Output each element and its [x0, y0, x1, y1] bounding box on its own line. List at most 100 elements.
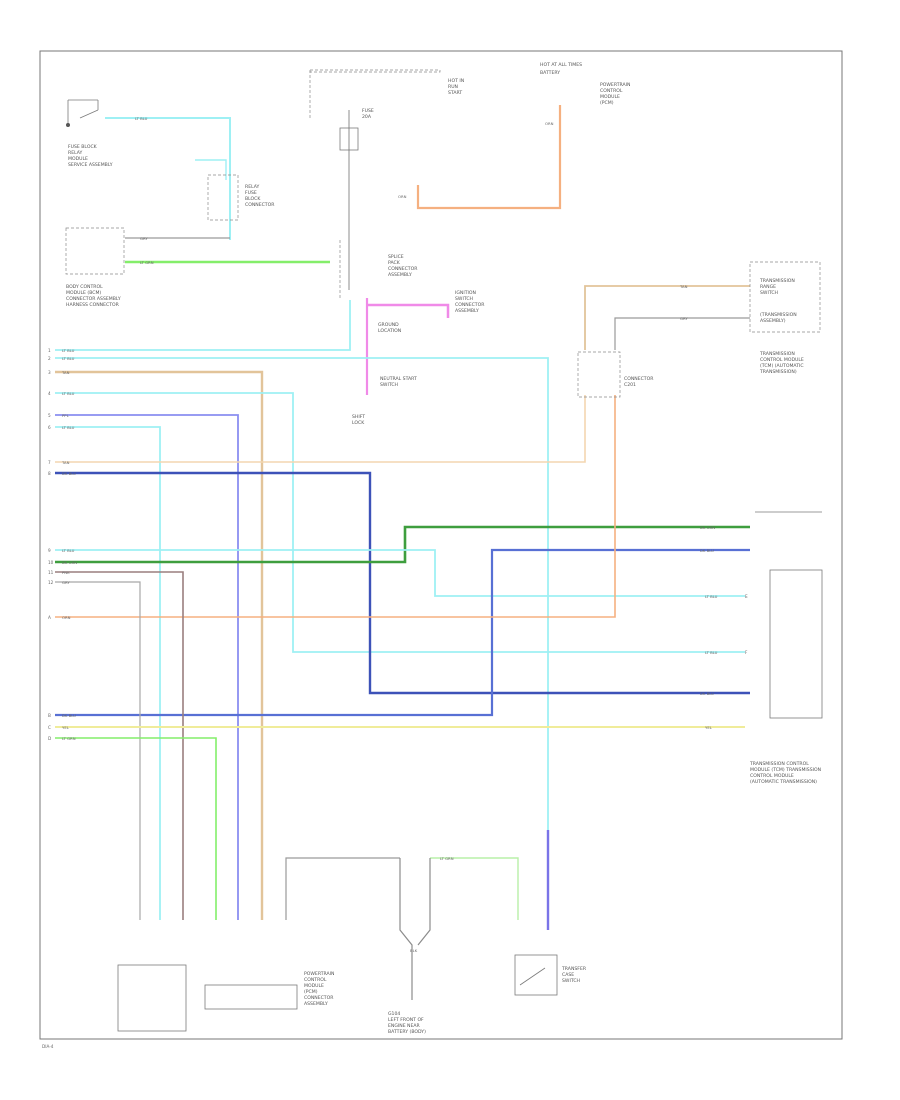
- tcm-2: CONTROL MODULE: [760, 357, 804, 363]
- wire-cyan-2: [55, 357, 549, 830]
- pin-1: 1: [48, 348, 51, 353]
- pin-2: 2: [48, 356, 51, 361]
- wire-orange-top: [416, 105, 562, 210]
- ctrl-4: (PCM): [304, 989, 318, 995]
- wl-3: GRY: [140, 236, 148, 241]
- wl-29: ORN: [545, 121, 554, 126]
- pcm-top-4: (PCM): [600, 100, 614, 106]
- ground-bottom-4: BATTERY (BODY): [388, 1029, 426, 1035]
- ctrl-6: ASSEMBLY: [304, 1001, 328, 1007]
- wire-pink: [367, 303, 450, 318]
- wire-blue-2: [55, 471, 750, 695]
- wl-6: TAN: [61, 370, 70, 375]
- pin-11: 11: [48, 570, 54, 575]
- wl-30: BLK: [410, 948, 418, 953]
- fuse-block-label-4: SERVICE ASSEMBLY: [68, 162, 113, 168]
- ctrl-5: CONNECTOR: [304, 995, 334, 1001]
- tcm-3: (TCM) (AUTOMATIC: [760, 363, 804, 369]
- wl-14: PNK: [62, 570, 70, 575]
- pcm-top-2: CONTROL: [600, 88, 623, 94]
- wire-green-738: [55, 737, 217, 920]
- wire-gray-582: [55, 581, 141, 920]
- fuse-block-label-3: MODULE: [68, 156, 88, 162]
- trans-switch-1: TRANSFER: [561, 966, 587, 972]
- wl-12: LT BLU: [62, 548, 75, 553]
- pin-8: 8: [48, 471, 51, 476]
- wl-19: LT GRN: [62, 736, 76, 741]
- wl-26: TAN: [679, 284, 688, 289]
- body-control-box: [65, 227, 125, 275]
- tcm-bottom-3: CONTROL MODULE: [750, 773, 794, 779]
- wl-11: DK BLU: [62, 471, 76, 476]
- ground-label-2: LOCATION: [378, 328, 401, 334]
- battery-label: BATTERY: [540, 70, 560, 76]
- shift-lock-1: SHIFT: [352, 414, 365, 420]
- wire-label-group: LT BLU LT GRN GRY LT BLU LT BLU TAN LT B…: [61, 116, 718, 953]
- pin-7: 7: [48, 460, 51, 465]
- trans-range-5: ASSEMBLY): [760, 318, 786, 324]
- wl-4: LT BLU: [62, 348, 75, 353]
- wl-31: LT GRN: [440, 856, 454, 861]
- wire-gray-bottom: [285, 857, 400, 920]
- wl-5: LT BLU: [62, 356, 75, 361]
- ground-bottom-2: LEFT FRONT OF: [388, 1017, 424, 1023]
- wire-cyan-relay: [195, 159, 227, 180]
- fuse-block-label-1: FUSE BLOCK: [68, 144, 98, 150]
- ground-label-1: GROUND: [378, 322, 399, 328]
- relay-label-4: CONNECTOR: [245, 202, 275, 208]
- component-group: FUSE BLOCK RELAY MODULE SERVICE ASSEMBLY…: [65, 62, 823, 1035]
- connector-bottom-left: [117, 964, 187, 1032]
- diagram-frame: [39, 50, 843, 1040]
- trans-switch-box: [514, 954, 558, 996]
- tcm-box: [769, 569, 823, 719]
- page-id: DIA-4: [42, 1044, 54, 1049]
- wl-23: LT BLU: [705, 650, 718, 655]
- wl-8: PPL: [62, 413, 70, 418]
- pin-10: 10: [48, 560, 54, 565]
- wire-cyan-3: [55, 392, 745, 653]
- pin-5: 5: [48, 413, 51, 418]
- wire-green-main: [55, 525, 750, 564]
- wire-cyan-4: [55, 426, 161, 920]
- ground-fork: [399, 858, 413, 1000]
- ign-label-3: CONNECTOR: [455, 302, 485, 308]
- wire-tan-2: [55, 395, 586, 463]
- wl-7: LT BLU: [62, 391, 75, 396]
- tcm-bottom-2: MODULE (TCM) TRANSMISSION: [750, 767, 821, 773]
- wire-orange-2: [55, 395, 616, 618]
- fuse-center: [339, 127, 359, 151]
- wl-2: LT GRN: [140, 260, 154, 265]
- pin-12: 12: [48, 580, 54, 585]
- ctrl-2: CONTROL: [304, 977, 327, 983]
- ctrl-3: MODULE: [304, 983, 324, 989]
- relay-box: [207, 174, 239, 221]
- wire-group: [55, 105, 750, 930]
- wire-tan-top: [584, 285, 750, 350]
- shift-lock-2: LOCK: [352, 420, 365, 426]
- bcm-label-4: HARNESS CONNECTOR: [66, 302, 120, 308]
- trans-switch-3: SWITCH: [562, 978, 580, 984]
- wl-28: ORN: [398, 194, 407, 199]
- fuse-block-label-2: RELAY: [68, 150, 83, 156]
- ign-label-1: IGNITION: [455, 290, 476, 296]
- wl-18: YEL: [62, 725, 70, 730]
- pcm-top-1: POWERTRAIN: [600, 82, 630, 88]
- pin-group: 1 2 3 4 5 6 7 8 9 10 11 12 A B C D E F: [48, 348, 748, 741]
- hot-label-2: RUN: [448, 84, 458, 90]
- pin-e: E: [745, 594, 748, 599]
- wl-22: LT BLU: [705, 594, 718, 599]
- wl-10: TAN: [61, 460, 70, 465]
- trans-switch-2: CASE: [562, 972, 574, 978]
- splice-label-2: PACK: [388, 260, 401, 266]
- wl-15: GRY: [62, 580, 70, 585]
- pin-d: D: [48, 736, 51, 741]
- relay-label-1: RELAY: [245, 184, 260, 190]
- splice-right: [577, 351, 621, 398]
- connector-right-2: C201: [624, 382, 636, 388]
- bcm-label-2: MODULE (BCM): [66, 290, 101, 296]
- neutral-label-2: SWITCH: [380, 382, 398, 388]
- wire-dkblue-1: [55, 414, 239, 920]
- trans-range-4: (TRANSMISSION: [760, 312, 797, 318]
- tcm-1: TRANSMISSION: [759, 351, 795, 357]
